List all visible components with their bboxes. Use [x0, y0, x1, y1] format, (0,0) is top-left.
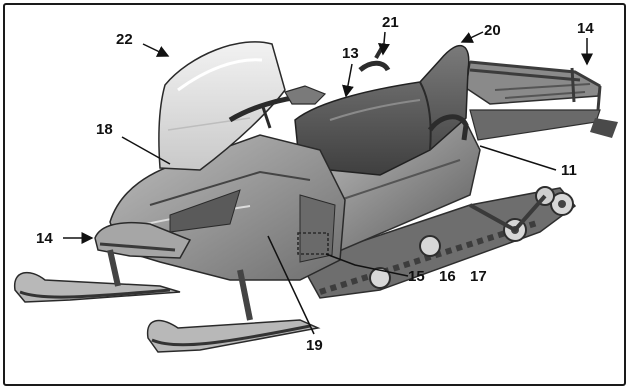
- leader-13: [346, 64, 352, 96]
- callout-15: 15: [408, 269, 425, 284]
- rear-rack: [466, 62, 618, 140]
- callout-13: 13: [342, 46, 359, 61]
- callout-16: 16: [439, 269, 456, 284]
- callout-22: 22: [116, 32, 133, 47]
- callout-17: 17: [470, 269, 487, 284]
- leader-22: [143, 44, 168, 56]
- callout-20: 20: [484, 23, 501, 38]
- right-ski: [148, 270, 318, 352]
- leader-20: [462, 32, 483, 42]
- callout-19: 19: [306, 338, 323, 353]
- callout-11: 11: [561, 163, 577, 178]
- leader-21: [383, 32, 385, 54]
- leader-11: [480, 146, 556, 170]
- callout-14-top: 14: [577, 21, 594, 36]
- hood: [110, 135, 345, 280]
- callout-21: 21: [382, 15, 399, 30]
- callout-14-left: 14: [36, 231, 53, 246]
- callout-18: 18: [96, 122, 113, 137]
